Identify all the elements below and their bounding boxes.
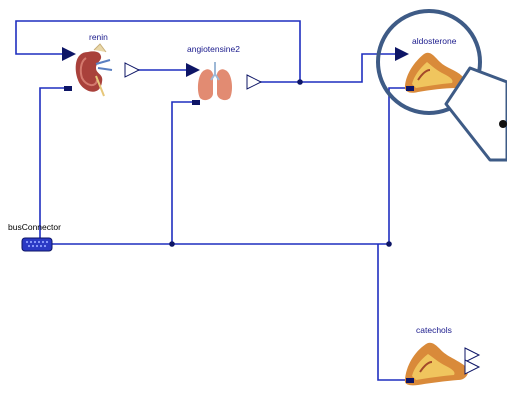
aldosterone-bus-connector[interactable] — [406, 86, 414, 91]
bus-wire-renin[interactable] — [39, 87, 66, 244]
bus-wire-aldosterone[interactable] — [388, 87, 409, 244]
aldosterone-input-connector[interactable] — [395, 47, 409, 61]
highlight-ring — [376, 9, 482, 115]
renin-input-connector[interactable] — [62, 47, 76, 61]
busConnector-label: busConnector — [8, 222, 61, 232]
renin-label: renin — [89, 32, 108, 42]
wire-to-aldosterone[interactable] — [300, 53, 398, 83]
renin-output-connector[interactable] — [124, 62, 141, 78]
adrenal-gland-icon — [404, 342, 468, 386]
adrenal-gland-icon — [404, 52, 464, 93]
block-angiotensine2[interactable]: angiotensine2 — [186, 44, 263, 105]
catechols-output-connector-1[interactable] — [464, 347, 481, 363]
block-renin[interactable]: renin — [62, 32, 141, 97]
angiotensine2-label: angiotensine2 — [187, 44, 240, 54]
catechols-output-connector-2[interactable] — [464, 359, 481, 375]
junction-dot — [297, 79, 303, 85]
bus-connector-icon — [21, 237, 53, 252]
magnifier-handle — [444, 66, 507, 162]
junctions — [169, 79, 392, 247]
angiotensine2-input-connector[interactable] — [186, 63, 200, 77]
wires — [15, 20, 409, 381]
lungs-icon — [197, 62, 233, 101]
wire-feedback-loop[interactable] — [15, 20, 301, 82]
angiotensine2-bus-connector[interactable] — [192, 100, 200, 105]
magnifier-dot — [499, 120, 507, 128]
catechols-bus-connector[interactable] — [406, 378, 414, 383]
bus-wire-angiotensine[interactable] — [171, 101, 194, 244]
angiotensine2-output-connector[interactable] — [246, 74, 263, 90]
zoom-highlight-callout — [376, 9, 507, 162]
catechols-label: catechols — [416, 325, 452, 335]
block-busConnector[interactable]: busConnector — [8, 222, 61, 252]
block-catechols[interactable]: catechols — [404, 325, 481, 386]
junction-dot — [169, 241, 175, 247]
aldosterone-label: aldosterone — [412, 36, 457, 46]
kidney-icon — [75, 43, 113, 97]
renin-bus-connector[interactable] — [64, 86, 72, 91]
junction-dot — [386, 241, 392, 247]
bus-wire-catechols[interactable] — [377, 244, 409, 381]
block-aldosterone[interactable]: aldosterone — [395, 36, 464, 93]
